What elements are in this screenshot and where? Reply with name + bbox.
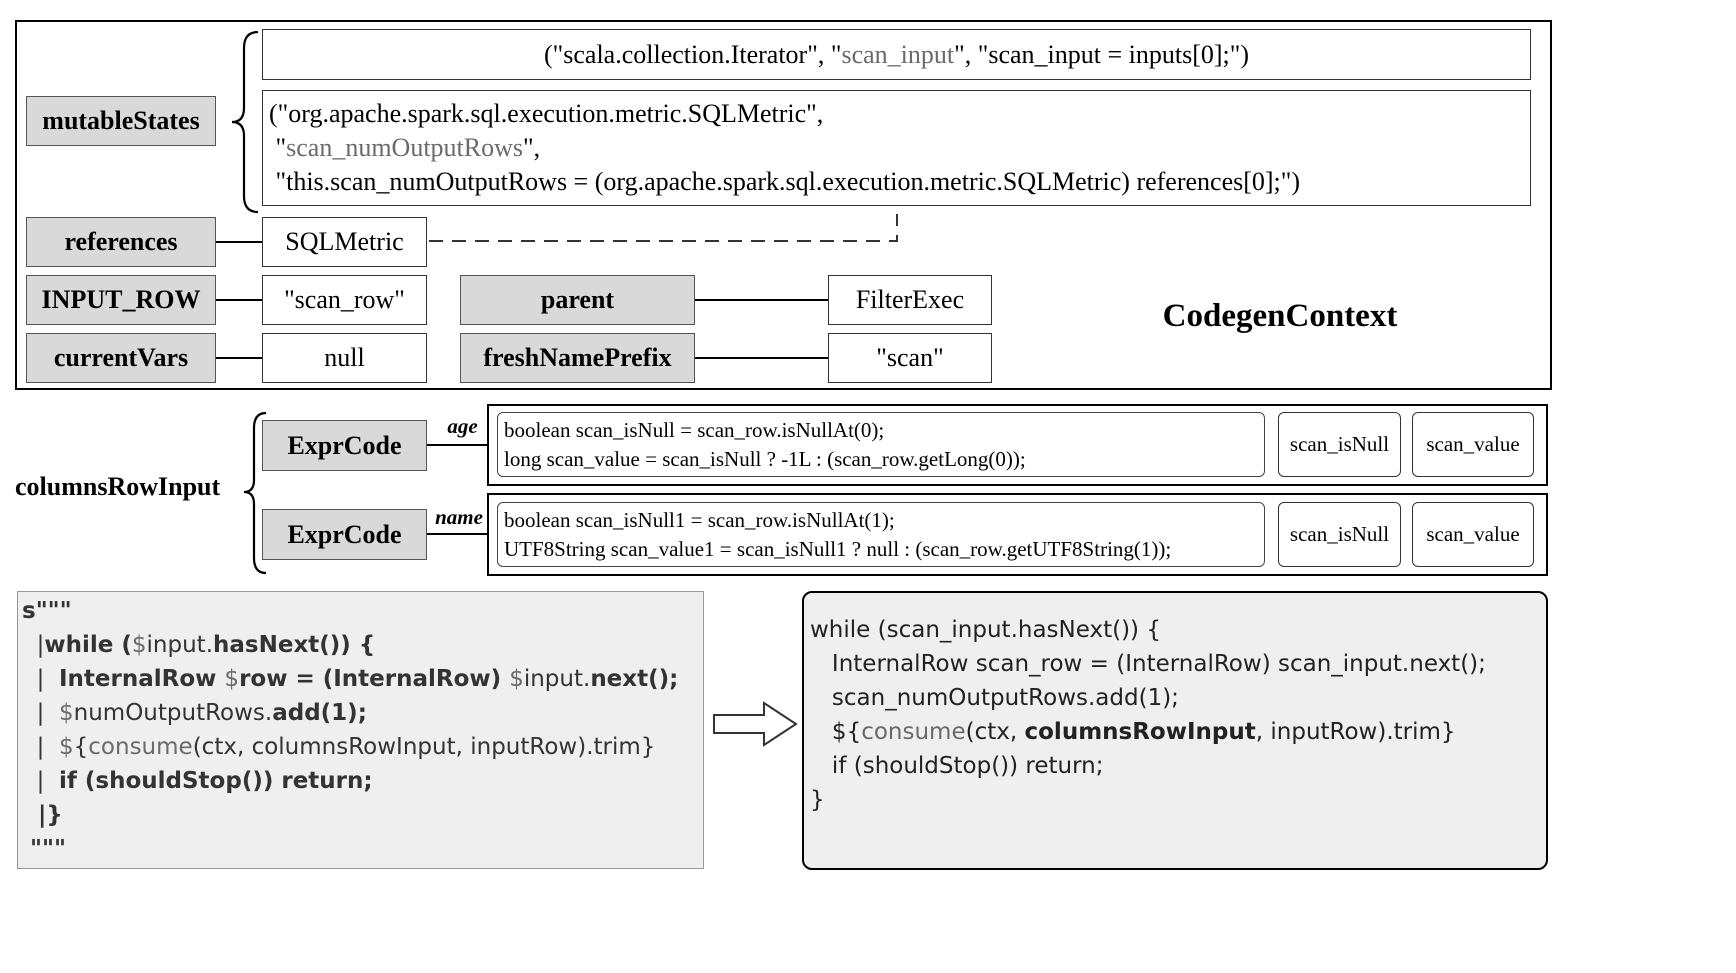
template-line-2: |while ($input.hasNext()) { (22, 628, 699, 662)
template-line-4: | $numOutputRows.add(1); (22, 696, 699, 730)
value-cell-name: scan_value (1412, 502, 1534, 567)
template-line-1: s""" (22, 594, 699, 628)
state2-gray-name: scan_numOutputRows (286, 133, 524, 162)
t5d: consume (88, 734, 193, 760)
codegen-context-frame (15, 20, 1552, 390)
current-vars-connector (216, 357, 262, 359)
template-line-6: | if (shouldStop()) return; (22, 764, 699, 798)
parent-value: FilterExec (828, 275, 992, 325)
t5c: { (73, 734, 89, 760)
g4d: columnsRowInput (1024, 719, 1256, 745)
columns-brace (243, 411, 267, 575)
t5e: (ctx, columnsRowInput, inputRow).trim} (192, 734, 656, 760)
expr-code-frame-name (487, 493, 1548, 576)
expr-code-code-name: boolean scan_isNull1 = scan_row.isNullAt… (497, 502, 1265, 567)
current-vars-value: null (262, 333, 427, 383)
generated-line-4: ${consume(ctx, columnsRowInput, inputRow… (810, 715, 1540, 749)
expr-code-code-age: boolean scan_isNull = scan_row.isNullAt(… (497, 412, 1265, 477)
fresh-name-prefix-value: "scan" (828, 333, 992, 383)
t2e: hasNext()) { (213, 632, 376, 658)
g4c: (ctx, (965, 719, 1025, 745)
generated-code-panel: while (scan_input.hasNext()) { InternalR… (802, 591, 1548, 870)
t3a: | (22, 666, 59, 692)
edge-label-name: name (435, 505, 483, 529)
input-row-value: "scan_row" (262, 275, 427, 325)
template-line-8: """ (22, 832, 699, 866)
t3c: $ (224, 666, 240, 692)
t5b: $ (59, 734, 74, 760)
t6b: if (shouldStop()) return; (59, 768, 373, 794)
t2a: | (22, 632, 45, 658)
state2-line2: "scan_numOutputRows", (269, 131, 1524, 165)
input-row-label: INPUT_ROW (26, 275, 216, 325)
t4c: numOutputRows. (73, 700, 273, 726)
expr-code-connector-name (427, 533, 487, 535)
expr-code-box-age: ExprCode (262, 420, 427, 471)
mutable-states-brace (231, 30, 259, 214)
is-null-cell-name: scan_isNull (1278, 502, 1401, 567)
template-line-1-text: s""" (22, 598, 72, 624)
references-connector (216, 241, 262, 243)
g4b: consume (861, 719, 966, 745)
t4a: | (22, 700, 59, 726)
code-line-2: UTF8String scan_value1 = scan_isNull1 ? … (504, 537, 1172, 561)
generated-line-5: if (shouldStop()) return; (810, 753, 1104, 779)
parent-label: parent (460, 275, 695, 325)
generated-line-3: scan_numOutputRows.add(1); (810, 685, 1179, 711)
transform-arrow-icon (713, 701, 798, 747)
generated-line-2: InternalRow scan_row = (InternalRow) sca… (810, 651, 1486, 677)
state2-line1: ("org.apache.spark.sql.execution.metric.… (269, 99, 824, 128)
mutable-state-1: ("scala.collection.Iterator", "scan_inpu… (262, 29, 1531, 80)
t3e: $ (509, 666, 524, 692)
t3g: next(); (590, 666, 679, 692)
t3f: input. (523, 666, 591, 692)
t5a: | (22, 734, 59, 760)
t6a: | (22, 768, 59, 794)
is-null-cell-age: scan_isNull (1278, 412, 1401, 477)
generated-line-6: } (810, 787, 825, 813)
t2b: while ( (44, 632, 132, 658)
state2-line2-pre: " (269, 133, 287, 162)
t3d: row = (InternalRow) (239, 666, 510, 692)
state2-line3: "this.scan_numOutputRows = (org.apache.s… (269, 167, 1301, 196)
template-code-panel: s""" |while ($input.hasNext()) { | Inter… (17, 591, 704, 869)
template-line-3: | InternalRow $row = (InternalRow) $inpu… (22, 662, 699, 696)
references-value: SQLMetric (262, 217, 427, 267)
mutable-states-label: mutableStates (26, 96, 216, 146)
code-line-1: boolean scan_isNull = scan_row.isNullAt(… (504, 418, 885, 442)
fresh-name-prefix-label: freshNamePrefix (460, 333, 695, 383)
t4b: $ (59, 700, 74, 726)
fresh-name-prefix-connector (695, 357, 828, 359)
state1-gray-name: scan_input (841, 39, 955, 69)
parent-connector (695, 299, 828, 301)
generated-line-1: while (scan_input.hasNext()) { (810, 617, 1161, 643)
state1-part1: ("scala.collection.Iterator", " (543, 39, 842, 69)
t3b: InternalRow (59, 666, 225, 692)
codegen-context-title: CodegenContext (1162, 298, 1398, 334)
expr-code-box-name: ExprCode (262, 509, 427, 560)
template-line-8-text: """ (22, 836, 66, 862)
current-vars-label: currentVars (26, 333, 216, 383)
code-line-1: boolean scan_isNull1 = scan_row.isNullAt… (504, 508, 895, 532)
g4a: ${ (810, 719, 862, 745)
t2c: $ (131, 632, 147, 658)
references-dashed-link (429, 214, 898, 242)
state1-part3: ", "scan_input = inputs[0];") (954, 39, 1250, 69)
code-line-2: long scan_value = scan_isNull ? -1L : (s… (504, 447, 1026, 471)
mutable-state-2: ("org.apache.spark.sql.execution.metric.… (262, 90, 1531, 206)
input-row-connector (216, 299, 262, 301)
state2-line2-post: ", (523, 133, 541, 162)
t2d: input. (146, 632, 214, 658)
references-label: references (26, 217, 216, 267)
edge-label-age: age (447, 414, 478, 438)
g4e: , inputRow).trim} (1255, 719, 1456, 745)
template-line-7: |} (22, 798, 699, 832)
template-line-5: | ${consume(ctx, columnsRowInput, inputR… (22, 730, 699, 764)
template-line-7-text: |} (22, 802, 63, 828)
expr-code-frame-age (487, 404, 1548, 486)
value-cell-age: scan_value (1412, 412, 1534, 477)
columns-row-input-label: columnsRowInput (15, 472, 221, 501)
t4d: add(1); (272, 700, 367, 726)
expr-code-connector-age (427, 444, 487, 446)
